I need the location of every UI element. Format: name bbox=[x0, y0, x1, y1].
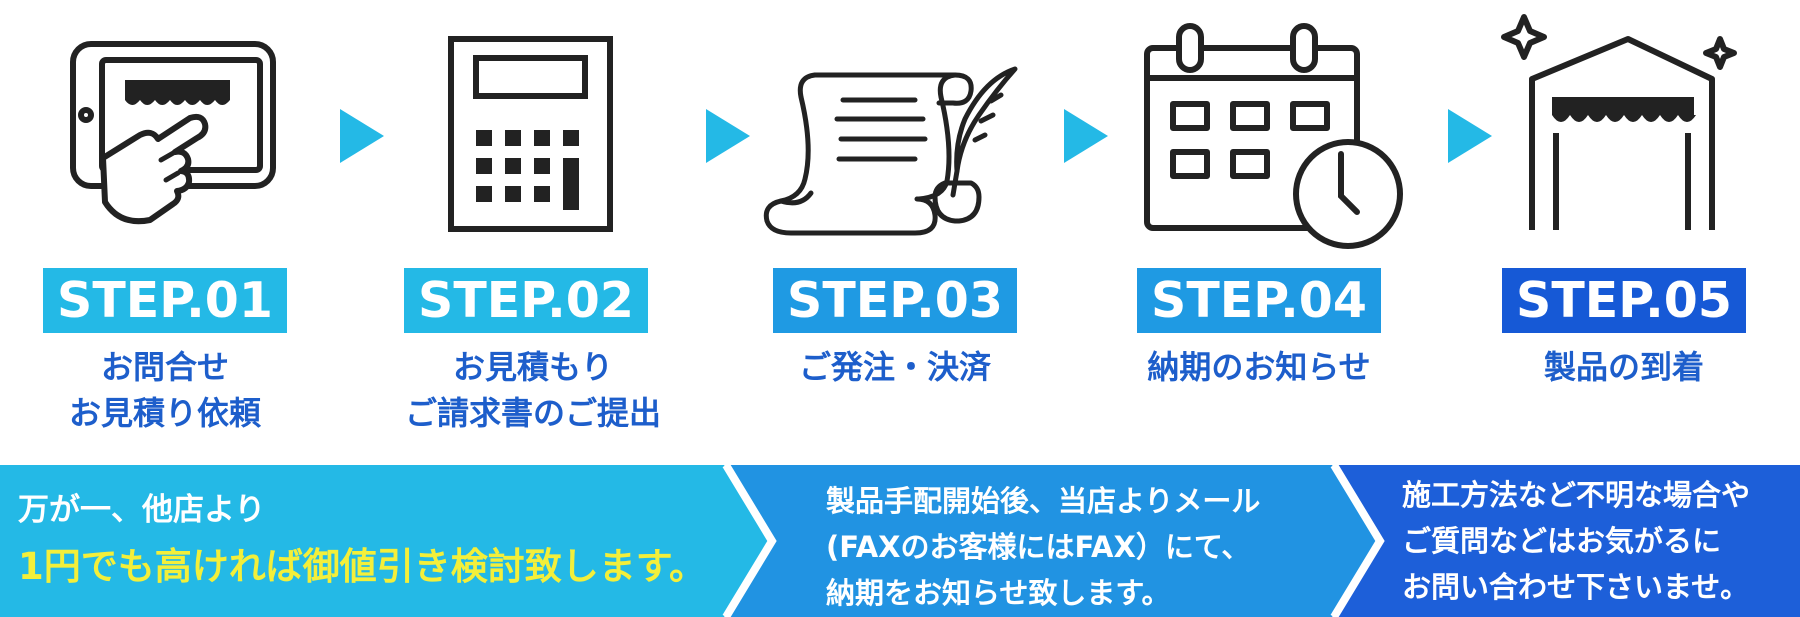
calculator-icon bbox=[448, 36, 613, 232]
step-badge-1: STEP.01 bbox=[43, 268, 287, 333]
banner-line: お問い合わせ下さいませ。 bbox=[1402, 570, 1750, 604]
step-caption-line: 製品の到着 bbox=[1543, 348, 1704, 386]
step-caption-2: お見積もり ご請求書のご提出 bbox=[373, 344, 693, 436]
info-banner bbox=[0, 465, 1800, 617]
step-badge-2: STEP.02 bbox=[404, 268, 648, 333]
banner-divider bbox=[722, 465, 777, 617]
banner-panel-3-text: 施工方法など不明な場合や ご質問などはお気がるに お問い合わせ下さいませ。 bbox=[1402, 472, 1750, 610]
step-caption-4: 納期のお知らせ bbox=[1099, 344, 1419, 390]
step-badge-5: STEP.05 bbox=[1502, 268, 1746, 333]
banner-panel-1-line-1: 万が一、他店より bbox=[18, 492, 266, 528]
banner-panel-2-text: 製品手配開始後、当店よりメール (FAXのお客様にはFAX）にて、 納期をお知ら… bbox=[826, 478, 1260, 616]
flow-arrow-icon bbox=[340, 109, 384, 163]
step-caption-line: お見積もり bbox=[452, 348, 613, 386]
step-caption-line: お問合せ bbox=[100, 348, 229, 386]
banner-panel-3 bbox=[1336, 465, 1800, 617]
banner-line: ご質問などはお気がるに bbox=[1402, 524, 1722, 558]
banner-panel-1 bbox=[0, 465, 770, 617]
calendar-clock-icon bbox=[1143, 22, 1405, 250]
banner-line: 納期をお知らせ致します。 bbox=[826, 576, 1171, 610]
step-badge-3: STEP.03 bbox=[773, 268, 1017, 333]
banner-panel-1-highlight: 1円でも高ければ御値引き検討致します。 bbox=[18, 545, 707, 588]
banner-line: 施工方法など不明な場合や bbox=[1402, 478, 1751, 512]
flow-arrow-icon bbox=[1064, 109, 1108, 163]
scroll-quill-icon bbox=[763, 55, 1030, 236]
banner-panel-2 bbox=[728, 465, 1378, 617]
step-caption-line: ご発注・決済 bbox=[798, 348, 991, 386]
banner-divider bbox=[1330, 465, 1385, 617]
tablet-touch-shop-icon bbox=[70, 40, 280, 225]
shop-sparkle-icon bbox=[1494, 3, 1738, 231]
flow-arrow-icon bbox=[706, 109, 750, 163]
banner-line: 製品手配開始後、当店よりメール bbox=[826, 484, 1261, 518]
step-caption-3: ご発注・決済 bbox=[735, 344, 1055, 390]
step-caption-1: お問合せ お見積り依頼 bbox=[5, 344, 325, 436]
step-caption-line: 納期のお知らせ bbox=[1147, 348, 1371, 386]
step-caption-line: お見積り依頼 bbox=[68, 394, 261, 432]
step-badge-4: STEP.04 bbox=[1137, 268, 1381, 333]
banner-line: (FAXのお客様にはFAX）にて、 bbox=[826, 530, 1251, 564]
step-caption-line: ご請求書のご提出 bbox=[404, 394, 661, 432]
step-caption-5: 製品の到着 bbox=[1464, 344, 1784, 390]
flow-arrow-icon bbox=[1448, 109, 1492, 163]
